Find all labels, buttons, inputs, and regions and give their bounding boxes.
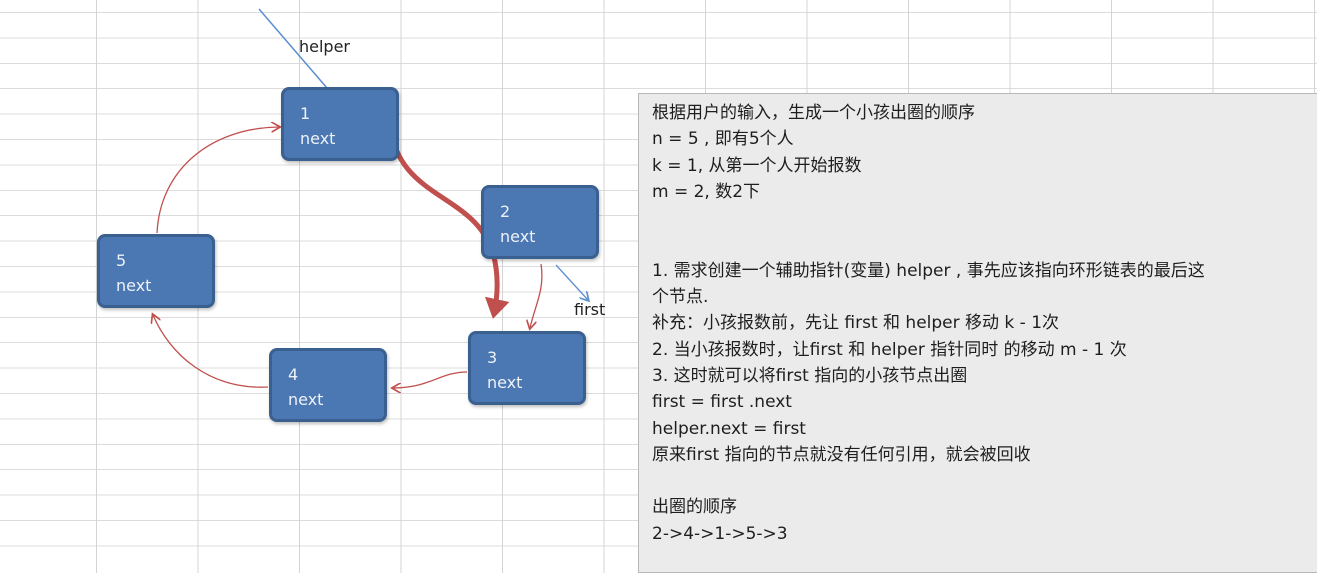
note-line: k = 1, 从第一个人开始报数 xyxy=(652,155,862,176)
note-line: 补充：小孩报数前，先让 first 和 helper 移动 k - 1次 xyxy=(652,313,1060,334)
note-line: 出圈的顺序 xyxy=(652,497,737,518)
note-line: 3. 这时就可以将first 指向的小孩节点出圈 xyxy=(652,365,968,386)
first-pointer-line xyxy=(555,264,588,300)
note-line xyxy=(652,231,1317,257)
note-line: 2->4->1->5->3 xyxy=(652,523,788,544)
node-id: 3 xyxy=(487,348,498,367)
node-field: next xyxy=(500,227,536,246)
edge-4-to-5 xyxy=(153,315,269,388)
edge-5-to-1 xyxy=(156,127,279,234)
node-5: 5 next xyxy=(97,234,215,308)
note-line: m = 2, 数2下 xyxy=(652,181,761,202)
node-id: 5 xyxy=(116,251,127,270)
note-line: 个节点. xyxy=(652,287,709,308)
arrows-layer xyxy=(0,8,640,567)
node-id: 1 xyxy=(300,104,311,123)
note-line: 1. 需求创建一个辅助指针(变量) helper , 事先应该指向环形链表的最后… xyxy=(652,260,1205,281)
node-field: next xyxy=(288,390,324,409)
node-field: next xyxy=(116,276,152,295)
helper-pointer-line xyxy=(258,8,328,89)
node-1: 1 next xyxy=(281,87,399,161)
note-line: n = 5 , 即有5个人 xyxy=(652,129,794,150)
node-3: 3 next xyxy=(468,331,586,405)
node-id: 4 xyxy=(288,365,299,384)
node-id: 2 xyxy=(500,202,511,221)
first-label: first xyxy=(574,300,606,319)
note-line: helper.next = first xyxy=(652,418,806,439)
edge-3-to-4 xyxy=(393,371,468,388)
edge-2-to-3 xyxy=(530,263,543,328)
node-field: next xyxy=(300,129,336,148)
note-line xyxy=(652,205,1317,231)
explanation-textbox: 根据用户的输入，生成一个小孩出圈的顺序 n = 5 , 即有5个人 k = 1, 从… xyxy=(638,93,1317,573)
move-arrow xyxy=(386,117,510,319)
helper-label: helper xyxy=(299,37,351,56)
note-line: 原来first 指向的节点就没有任何引用，就会被回收 xyxy=(652,444,1031,465)
note-line: 2. 当小孩报数时，让first 和 helper 指针同时 的移动 m - 1… xyxy=(652,339,1127,360)
node-2: 2 next xyxy=(481,185,599,259)
note-line xyxy=(652,468,1317,494)
node-4: 4 next xyxy=(269,348,387,422)
note-line: 根据用户的输入，生成一个小孩出圈的顺序 xyxy=(652,103,975,123)
node-field: next xyxy=(487,373,523,392)
note-line: first = first .next xyxy=(652,392,792,413)
